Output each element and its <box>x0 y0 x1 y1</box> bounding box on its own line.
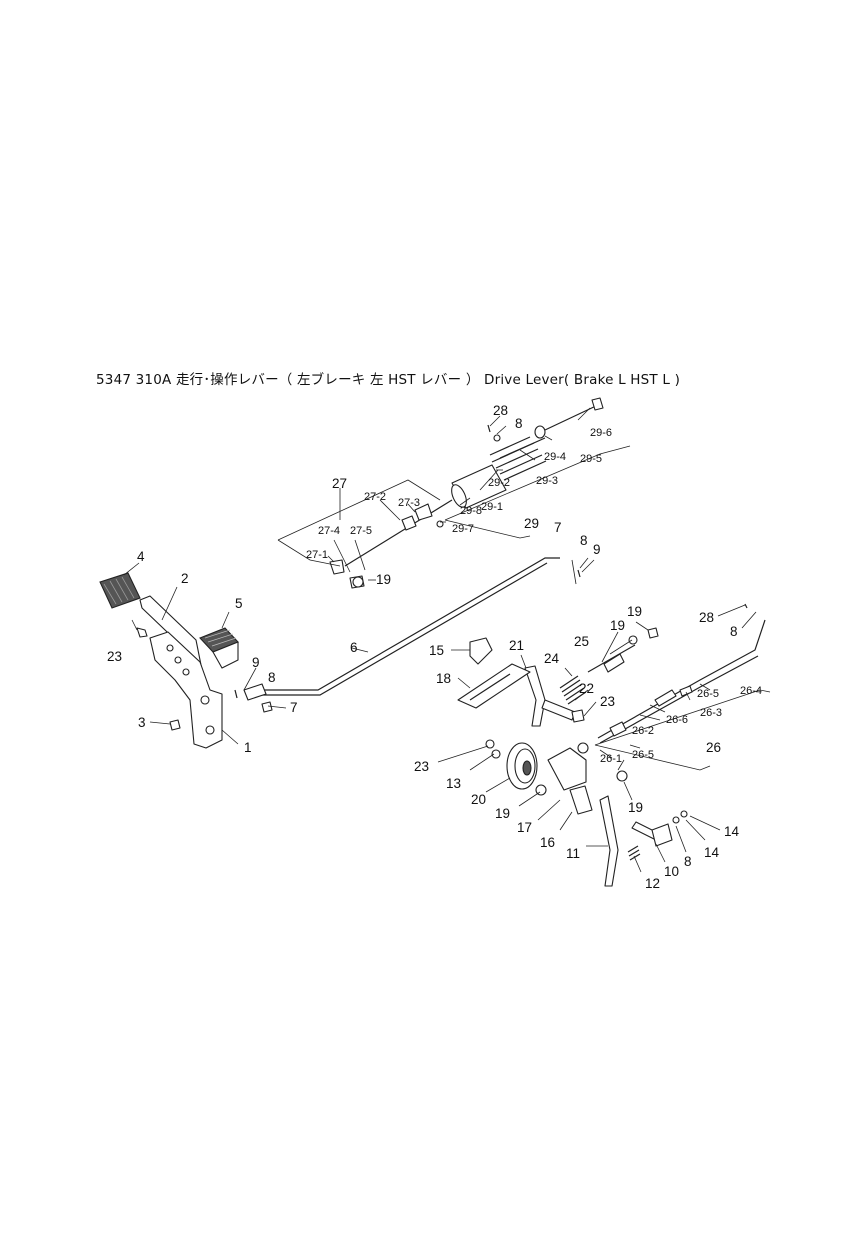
callout-18: 18 <box>436 671 451 686</box>
callout-8-mid: 8 <box>580 533 588 548</box>
callout-8-lower-right: 8 <box>684 854 692 869</box>
pedal-pad <box>199 627 239 669</box>
callout-13: 13 <box>446 776 461 791</box>
callout-29: 29 <box>524 516 539 531</box>
callout-14-right: 14 <box>724 824 740 839</box>
callout-16: 16 <box>540 835 555 850</box>
callout-19-bottom: 19 <box>495 806 510 821</box>
callout-7-right: 7 <box>554 520 562 535</box>
callout-29-5: 29-5 <box>580 453 602 465</box>
lever-11 <box>599 795 619 887</box>
callout-14-lower: 14 <box>704 845 720 860</box>
callout-11: 11 <box>566 846 580 861</box>
callout-22: 22 <box>579 681 594 696</box>
callout-19-top: 19 <box>627 604 642 619</box>
callout-21: 21 <box>509 638 524 653</box>
knob-15 <box>469 637 493 665</box>
callout-8-left: 8 <box>268 670 276 685</box>
callout-23-mid: 23 <box>600 694 615 709</box>
callout-8-upper-right: 8 <box>730 624 738 639</box>
callout-28-right: 28 <box>699 610 714 625</box>
callout-26-5-lower: 26-5 <box>632 749 654 761</box>
page-title: 5347 310A 走行･操作レバー（ 左ブレーキ 左 HST レバー ） Dr… <box>96 372 681 388</box>
guide-plate-18 <box>457 663 531 709</box>
callout-27-4: 27-4 <box>318 525 340 537</box>
callout-19-left: 19 <box>376 572 391 587</box>
callout-26-4: 26-4 <box>740 685 762 697</box>
callout-27-2: 27-2 <box>364 491 386 503</box>
callout-26: 26 <box>706 740 721 755</box>
callout-10: 10 <box>664 864 679 879</box>
callout-2: 2 <box>181 571 189 586</box>
callout-29-3: 29-3 <box>536 475 558 487</box>
callout-29-8: 29-8 <box>460 505 482 517</box>
callout-29-1: 29-1 <box>481 501 503 513</box>
callout-29-2: 29-2 <box>488 477 510 489</box>
callout-29-6: 29-6 <box>590 427 612 439</box>
callout-26-1: 26-1 <box>600 753 622 765</box>
spring-12 <box>627 845 641 861</box>
callout-26-2: 26-2 <box>632 725 654 737</box>
rod-assembly-27 <box>344 499 453 567</box>
callout-27-1: 27-1 <box>306 549 328 561</box>
callout-1: 1 <box>244 740 252 755</box>
callout-27: 27 <box>332 476 347 491</box>
callout-8-top: 8 <box>515 416 523 431</box>
callout-26-6: 26-6 <box>666 714 688 726</box>
callout-5: 5 <box>235 596 243 611</box>
callout-15: 15 <box>429 643 444 658</box>
callout-24: 24 <box>544 651 560 666</box>
callout-6: 6 <box>350 640 358 655</box>
bracket-17 <box>547 747 587 791</box>
callout-4: 4 <box>137 549 145 564</box>
spring-rod-25 <box>559 627 659 705</box>
callout-9-left: 9 <box>252 655 260 670</box>
callout-27-5: 27-5 <box>350 525 372 537</box>
callout-23-left: 23 <box>107 649 122 664</box>
shaft-22 <box>541 699 576 721</box>
parts-drawings <box>99 397 766 887</box>
main-rod <box>250 557 560 691</box>
callout-23-lower: 23 <box>414 759 429 774</box>
callout-28-top: 28 <box>493 403 508 418</box>
callout-9-right: 9 <box>593 542 601 557</box>
callout-labels: 1 2 3 4 5 6 7 7 8 8 8 8 8 9 9 10 11 12 1… <box>107 403 762 891</box>
callout-27-3: 27-3 <box>398 497 420 509</box>
callout-26-3: 26-3 <box>700 707 722 719</box>
callout-29-4: 29-4 <box>544 451 566 463</box>
rod-assembly-26 <box>597 619 766 739</box>
leader-lines <box>123 407 771 873</box>
callout-26-5-upper: 26-5 <box>697 688 719 700</box>
callout-7-left: 7 <box>290 700 298 715</box>
callout-29-7: 29-7 <box>452 523 474 535</box>
pedal-grip <box>99 572 141 609</box>
callout-3: 3 <box>138 715 146 730</box>
callout-12: 12 <box>645 876 660 891</box>
callout-19-top2: 19 <box>610 618 625 633</box>
arm-16 <box>569 785 593 815</box>
callout-17: 17 <box>517 820 532 835</box>
spring-cylinder-29 <box>436 397 604 528</box>
pulley-20 <box>506 742 538 790</box>
callout-20: 20 <box>471 792 486 807</box>
callout-19-right: 19 <box>628 800 643 815</box>
callout-25: 25 <box>574 634 589 649</box>
lever-21 <box>524 665 546 727</box>
brake-bracket <box>149 631 223 749</box>
